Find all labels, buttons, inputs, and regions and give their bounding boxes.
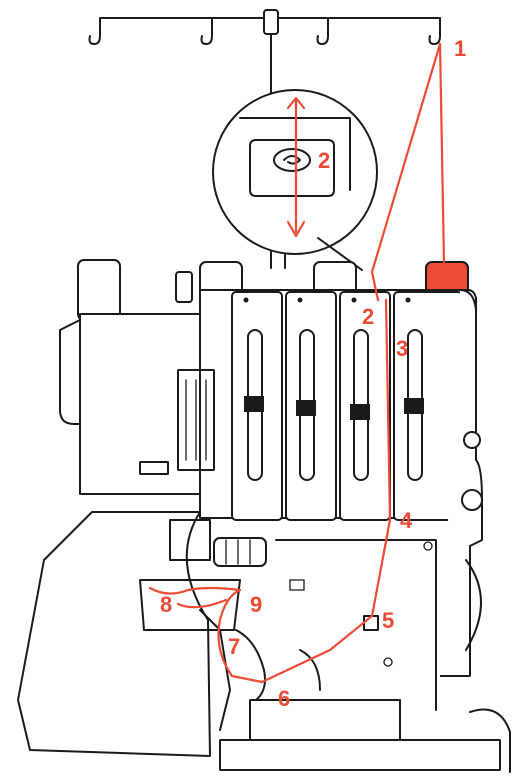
machine-body: [59, 289, 483, 711]
step-label-4: 4: [400, 508, 413, 533]
step-label-8: 8: [160, 592, 172, 617]
magnifier-inset: [212, 89, 378, 271]
step-label-2: 2: [362, 304, 374, 329]
step-label-6: 6: [278, 686, 290, 711]
step-label-1: 1: [454, 36, 466, 61]
step-label-9: 9: [250, 592, 262, 617]
tension-housing: [199, 289, 477, 521]
step-label-2-inset: 2: [318, 148, 330, 173]
step-labels: 1 2 2 3 4 5 6 7 8 9: [160, 36, 466, 711]
looper-area: [17, 511, 511, 773]
thread-path: [148, 42, 446, 684]
step-label-5: 5: [382, 608, 394, 633]
step-label-7: 7: [228, 634, 240, 659]
step-label-3: 3: [396, 336, 408, 361]
